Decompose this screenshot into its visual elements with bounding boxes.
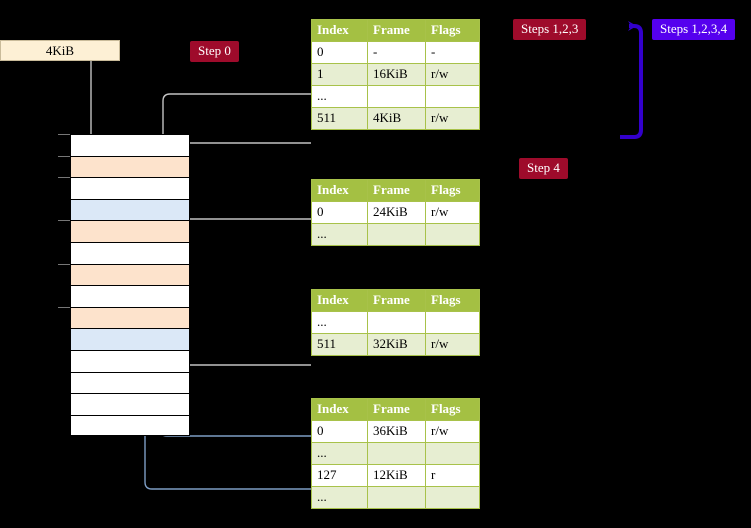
badge-step-0: Step 0	[190, 41, 239, 62]
memory-row	[70, 350, 190, 372]
table-cell	[367, 85, 426, 108]
table-cell: 511	[311, 107, 368, 130]
memory-row	[70, 393, 190, 415]
memory-row	[70, 198, 190, 221]
wire-pd-row511	[168, 318, 311, 366]
memory-row-tick	[58, 155, 70, 157]
column-header-frame: Frame	[367, 398, 426, 421]
table-cell: 4KiB	[367, 107, 426, 130]
table-cell: 0	[311, 201, 368, 224]
table-cell: -	[367, 41, 426, 64]
memory-row-tick	[58, 177, 70, 179]
table-cell: 127	[311, 464, 368, 487]
table-cell	[367, 442, 426, 465]
table-cell: 1	[311, 63, 368, 86]
memsize-box: 4KiB	[0, 40, 120, 61]
column-header-frame: Frame	[367, 289, 426, 312]
memory-row	[70, 155, 190, 178]
table-cell: 511	[311, 333, 368, 356]
table-cell: ...	[311, 486, 368, 509]
table-cell: 24KiB	[367, 201, 426, 224]
table-cell: ...	[311, 311, 368, 334]
table-row: ...	[311, 311, 480, 334]
column-header-frame: Frame	[367, 179, 426, 202]
memory-row-tick	[58, 306, 70, 308]
table-cell: 12KiB	[367, 464, 426, 487]
table-cell: -	[425, 41, 480, 64]
memory-column	[70, 134, 190, 437]
memory-row	[70, 414, 190, 437]
column-header-flags: Flags	[425, 179, 480, 202]
table-cell: ...	[311, 223, 368, 246]
badge-step-4: Step 4	[519, 158, 568, 179]
column-header-index: Index	[311, 179, 368, 202]
table-cell	[425, 486, 480, 509]
memory-row	[70, 371, 190, 394]
memory-row	[70, 285, 190, 307]
memory-row	[70, 328, 190, 350]
column-header-index: Index	[311, 398, 368, 421]
table-cell: 16KiB	[367, 63, 426, 86]
table-row: ...	[311, 486, 480, 509]
table-row: 0--	[311, 41, 480, 64]
memory-row	[70, 220, 190, 242]
memory-row	[70, 177, 190, 199]
table-cell: r/w	[425, 420, 480, 443]
table-row: ...	[311, 223, 480, 246]
wire-pml4-row511	[174, 142, 311, 162]
memory-row	[70, 134, 190, 156]
memory-row-tick	[58, 263, 70, 265]
table-cell: ...	[311, 85, 368, 108]
table-cell	[425, 311, 480, 334]
memory-row	[70, 242, 190, 264]
memory-row-tick	[58, 134, 70, 135]
column-header-flags: Flags	[425, 19, 480, 42]
table-cell: r/w	[425, 107, 480, 130]
table-cell: 32KiB	[367, 333, 426, 356]
wire-steps-loop	[620, 21, 643, 139]
table-row: ...	[311, 85, 480, 108]
table-cell	[367, 486, 426, 509]
table-cell	[425, 223, 480, 246]
table-cell: r/w	[425, 333, 480, 356]
memory-row	[70, 263, 190, 286]
column-header-flags: Flags	[425, 289, 480, 312]
table-cell: r/w	[425, 201, 480, 224]
badge-steps-1234: Steps 1,2,3,4	[652, 19, 736, 40]
memsize-label: 4KiB	[45, 43, 75, 58]
table-cell: r/w	[425, 63, 480, 86]
column-header-index: Index	[311, 19, 368, 42]
table-cell	[367, 311, 426, 334]
table-cell: 0	[311, 41, 368, 64]
memory-row	[70, 306, 190, 329]
column-header-index: Index	[311, 289, 368, 312]
table-cell: r	[425, 464, 480, 487]
wire-pdpt-row0	[174, 218, 311, 269]
column-header-flags: Flags	[425, 398, 480, 421]
table-cell: ...	[311, 442, 368, 465]
table-cell	[425, 442, 480, 465]
table-row: ...	[311, 442, 480, 465]
badge-steps-123: Steps 1,2,3	[513, 19, 587, 40]
table-cell: 36KiB	[367, 420, 426, 443]
memory-row-tick	[58, 220, 70, 222]
column-header-frame: Frame	[367, 19, 426, 42]
table-cell	[367, 223, 426, 246]
table-cell: 0	[311, 420, 368, 443]
table-cell	[425, 85, 480, 108]
